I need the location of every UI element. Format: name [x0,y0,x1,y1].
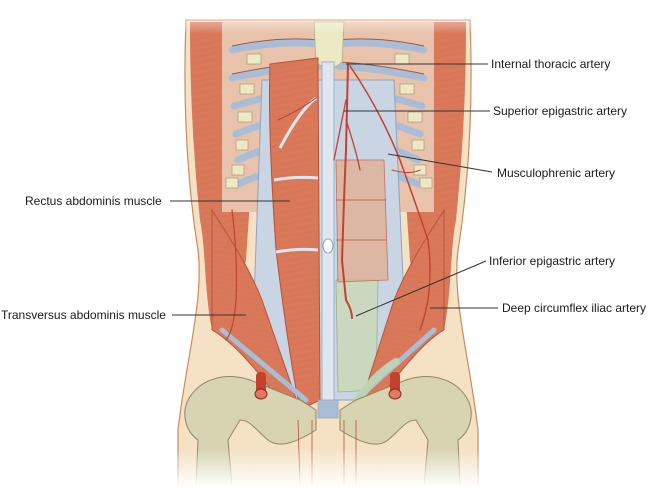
leader-musculophrenic [387,153,493,173]
rectus-abdominis-left [268,57,321,411]
transversus-abdominis [211,208,445,413]
label-inferior-epigastric-artery: Inferior epigastric artery [489,254,616,268]
label-superior-epigastric-artery: Superior epigastric artery [493,104,628,118]
label-transversus-abdominis-muscle: Transversus abdominis muscle [1,308,166,322]
arteries [225,63,431,341]
linea-alba [321,61,335,403]
label-deep-circumflex-iliac-artery: Deep circumflex iliac artery [502,301,647,315]
rectus-abdominis-right-window [335,159,389,283]
label-musculophrenic-artery: Musculophrenic artery [497,166,616,180]
label-rectus-abdominis-muscle: Rectus abdominis muscle [25,194,162,208]
leader-inferior-epigastric [355,260,487,317]
leader-lines [170,63,498,317]
label-internal-thoracic-artery: Internal thoracic artery [491,57,611,71]
